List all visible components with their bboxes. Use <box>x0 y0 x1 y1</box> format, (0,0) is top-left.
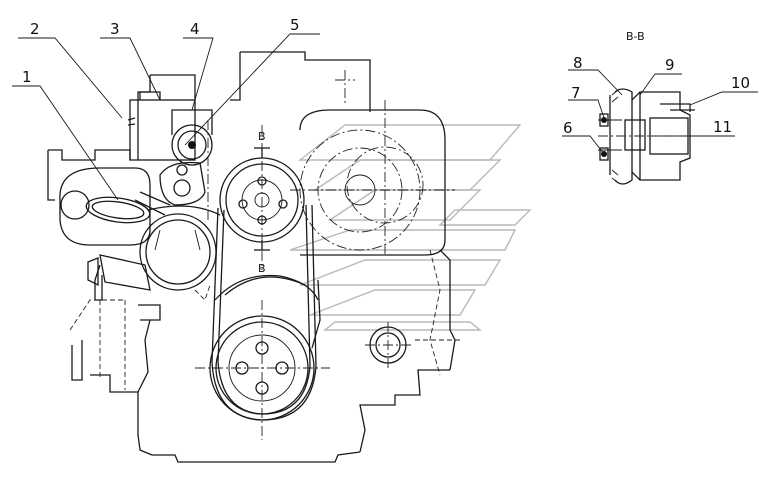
section-cut-marks: B B <box>254 130 270 275</box>
callout-labels: 2 3 4 5 1 8 7 6 9 10 11 <box>22 16 750 137</box>
cut-mark-top: B <box>258 130 266 143</box>
callout-4: 4 <box>190 20 200 38</box>
section-view-bb: B-B <box>598 30 710 185</box>
timing-cover <box>290 70 455 256</box>
alternator-assembly <box>59 167 171 291</box>
drive-belt <box>211 204 317 421</box>
callout-7: 7 <box>571 84 581 102</box>
callout-5: 5 <box>290 16 300 34</box>
callout-6: 6 <box>563 119 573 137</box>
tensioner-assembly <box>127 91 213 220</box>
engine-block-outline <box>47 51 460 463</box>
drain-boss <box>365 322 412 368</box>
callout-9: 9 <box>665 56 675 74</box>
callout-1: 1 <box>22 68 32 86</box>
section-label: B-B <box>626 30 645 43</box>
leader-lines <box>12 33 758 201</box>
watermark-logo <box>289 124 532 331</box>
cut-mark-bottom: B <box>258 262 266 275</box>
callout-10: 10 <box>731 74 750 92</box>
crankshaft-pulley <box>195 274 330 440</box>
callout-8: 8 <box>573 54 583 72</box>
callout-2: 2 <box>30 20 40 38</box>
idler-pulley <box>139 205 221 301</box>
callout-3: 3 <box>110 20 120 38</box>
callout-11: 11 <box>713 118 732 136</box>
